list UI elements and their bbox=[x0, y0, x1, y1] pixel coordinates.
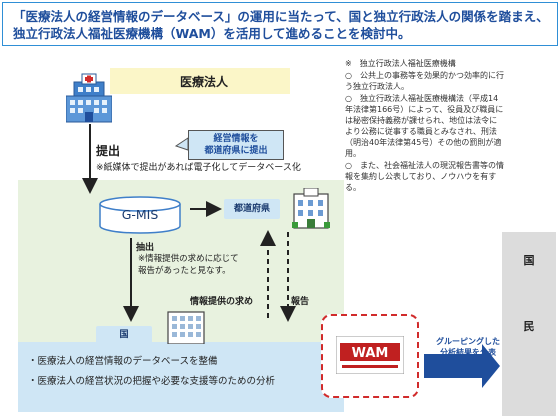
hospital-label: 医療法人 bbox=[180, 75, 229, 89]
extract-note: ※情報提供の求めに応じて 報告があったと見なす。 bbox=[138, 254, 239, 276]
hospital-band bbox=[110, 68, 290, 94]
analysis-bullets: ・医療法人の経営情報のデータベースを整備 ・医療法人の経営状況の把握や必要な支援… bbox=[28, 352, 275, 392]
callout-text: 経営情報を 都道府県に提出 bbox=[204, 134, 268, 156]
wam-notes: ※ 独立行政法人福祉医療機構 ○ 公共上の事務等を効果的かつ効率的に行う独立行政… bbox=[345, 58, 505, 194]
publish-note: グルーピングした 分析結果を公表 bbox=[436, 337, 500, 357]
publish-arrow bbox=[424, 344, 500, 388]
wam-logo-text: WAM bbox=[352, 346, 389, 361]
note-item: ○ 公共上の事務等を効果的かつ効率的に行う独立行政法人。 bbox=[345, 71, 504, 91]
hospital-building-icon bbox=[66, 73, 112, 123]
prefecture-box: 都道府県 bbox=[224, 199, 280, 219]
gmis-label: G-MIS bbox=[121, 207, 159, 222]
submit-label: 提出 bbox=[96, 144, 121, 158]
government-building-icon bbox=[167, 311, 205, 344]
request-label: 情報提供の求め bbox=[190, 297, 254, 307]
bullet-item: ・医療法人の経営状況の把握や必要な支援等のための分析 bbox=[28, 376, 276, 387]
kokumin-char: 民 bbox=[523, 320, 535, 333]
report-label: 報告 bbox=[291, 297, 310, 307]
wam-logo: WAM bbox=[336, 336, 404, 374]
database-icon bbox=[99, 196, 181, 234]
note-item: ※ 独立行政法人福祉医療機構 bbox=[345, 59, 456, 68]
note-item: ○ また、社会福祉法人の現況報告書等の情報を集約し公表しており、ノウハウを有する… bbox=[345, 161, 504, 192]
extract-label: 抽出 bbox=[136, 243, 155, 253]
callout-pointer bbox=[174, 137, 189, 151]
kuni-box: 国 bbox=[96, 326, 152, 344]
submit-note: ※紙媒体で提出があれば電子化してデータベース化 bbox=[96, 163, 301, 173]
kokumin-box: 国 民 bbox=[502, 232, 556, 416]
analysis-band bbox=[18, 342, 344, 412]
submit-callout: 経営情報を 都道府県に提出 bbox=[188, 130, 284, 160]
header-title: 「医療法人の経営情報のデータベース」の運用に当たって、国と独立行政法人の関係を踏… bbox=[13, 9, 549, 41]
note-item: ○ 独立行政法人福祉医療機構法（平成14年法律第166号）によって、役員及び職員… bbox=[345, 94, 504, 158]
header-box: 「医療法人の経営情報のデータベース」の運用に当たって、国と独立行政法人の関係を踏… bbox=[2, 2, 558, 46]
bullet-item: ・医療法人の経営情報のデータベースを整備 bbox=[28, 356, 218, 367]
kokumin-char: 国 bbox=[523, 254, 535, 267]
prefecture-building-icon bbox=[292, 188, 330, 229]
